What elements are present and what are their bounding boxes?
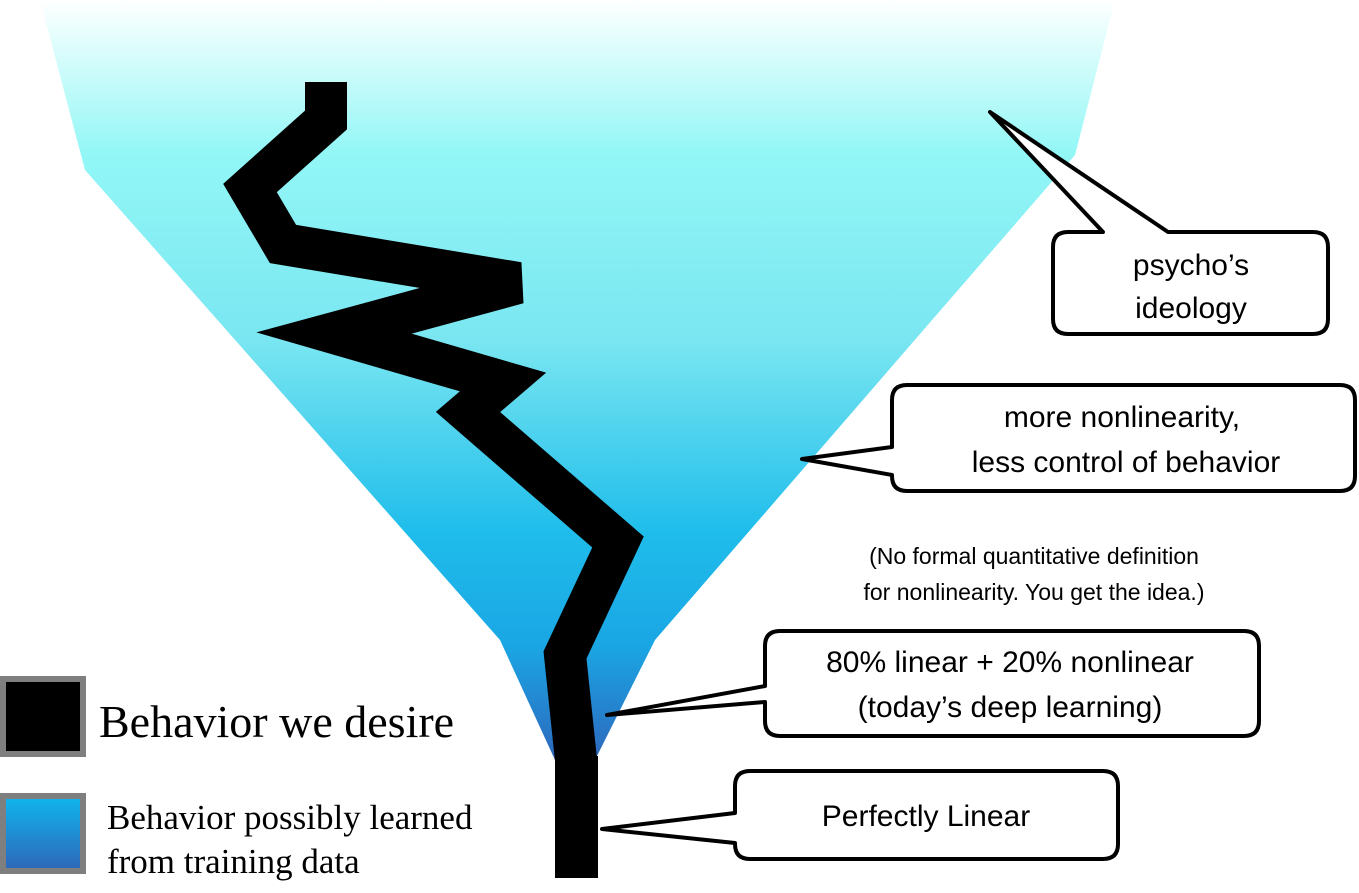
learned-behavior-funnel bbox=[40, 0, 1115, 760]
callout-perfectly-linear: Perfectly Linear bbox=[600, 769, 1120, 861]
callout-today-line2: (today’s deep learning) bbox=[858, 691, 1163, 724]
nonlinearity-note-line2: for nonlinearity. You get the idea.) bbox=[864, 579, 1205, 605]
callout-psycho-bubble bbox=[988, 110, 1330, 336]
nonlinearity-note-line1: (No formal quantitative definition bbox=[869, 543, 1199, 569]
callout-psycho-line1: psycho’s bbox=[1133, 249, 1249, 282]
legend-learned-line2: from training data bbox=[107, 842, 360, 881]
legend-desired-label: Behavior we desire bbox=[99, 696, 454, 747]
callout-today-bubble bbox=[605, 629, 1261, 738]
callout-linear-bubble bbox=[600, 769, 1120, 861]
legend-learned-line1: Behavior possibly learned bbox=[107, 798, 473, 837]
callout-today-deep-learning: 80% linear + 20% nonlinear (today’s deep… bbox=[605, 629, 1261, 738]
callout-psycho-ideology: psycho’s ideology bbox=[988, 110, 1330, 336]
callout-linear-line1: Perfectly Linear bbox=[822, 800, 1030, 833]
legend-learned-swatch bbox=[0, 793, 86, 874]
callout-nonlinearity-bubble bbox=[800, 383, 1357, 493]
callout-nonlinearity-line2: less control of behavior bbox=[972, 446, 1281, 479]
legend-desired-swatch bbox=[0, 676, 86, 757]
linear-behavior-trunk bbox=[555, 756, 598, 878]
callout-today-line1: 80% linear + 20% nonlinear bbox=[826, 646, 1194, 679]
callout-nonlinearity-line1: more nonlinearity, bbox=[1004, 401, 1240, 434]
callout-more-nonlinearity: more nonlinearity, less control of behav… bbox=[800, 383, 1357, 493]
callout-psycho-line2: ideology bbox=[1135, 292, 1247, 325]
legend: Behavior we desire Behavior possibly lea… bbox=[0, 676, 473, 881]
desired-behavior-path bbox=[223, 82, 644, 763]
